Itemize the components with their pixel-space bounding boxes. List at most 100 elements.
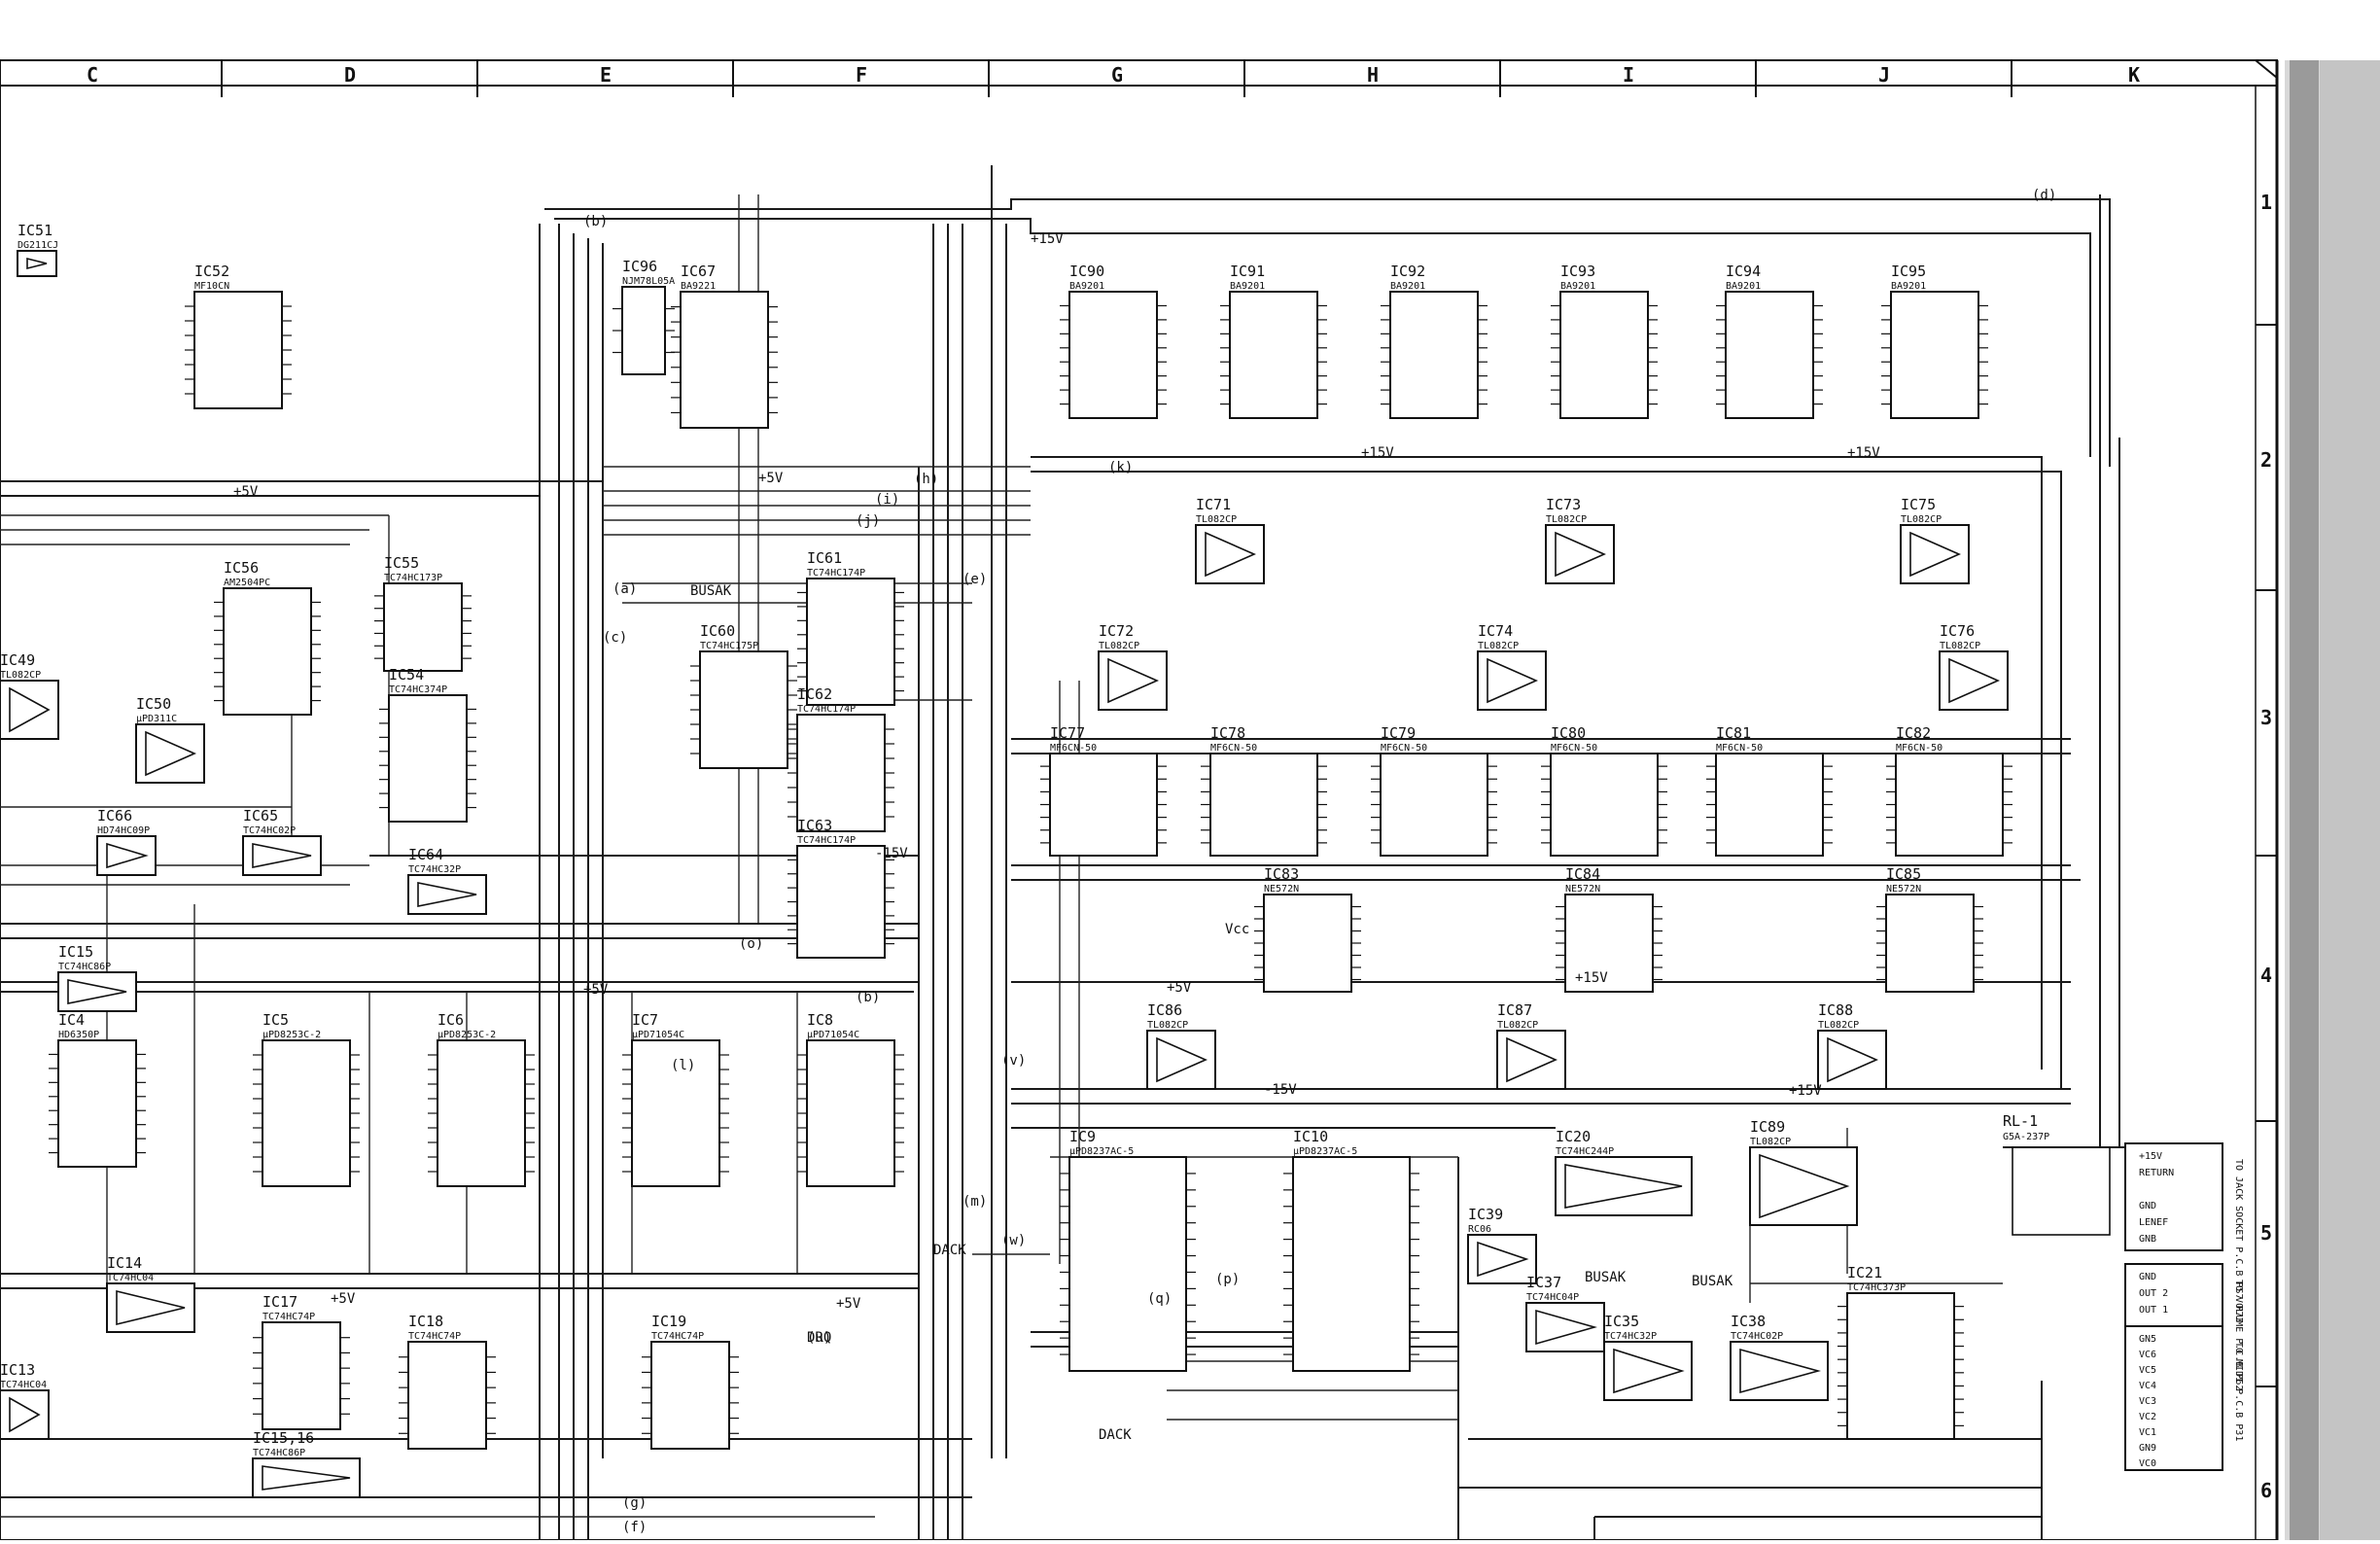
chip-name: IC86 bbox=[1147, 1001, 1182, 1019]
chip-part: TC74HC32P bbox=[1604, 1331, 1657, 1342]
chip-part: TC74HC32P bbox=[408, 864, 461, 875]
chip-name: IC71 bbox=[1196, 496, 1231, 513]
chip-part: MF6CN-50 bbox=[1551, 743, 1597, 754]
chip-part: TL082CP bbox=[1497, 1020, 1538, 1031]
bus-tag-g: (g) bbox=[622, 1495, 647, 1511]
chip-name: IC84 bbox=[1565, 865, 1600, 883]
chip-name: IC78 bbox=[1210, 724, 1245, 742]
connector-label-return: TO JACK SOCKET P.C.B PS7 P73 bbox=[2233, 1159, 2244, 1323]
bus-tag-b: (b) bbox=[583, 214, 608, 229]
chip-name: IC21 bbox=[1847, 1264, 1882, 1281]
connector-pin-volume: GND bbox=[2139, 1272, 2156, 1282]
net-label: +5V bbox=[583, 982, 609, 998]
chip-part: BA9201 bbox=[1726, 281, 1761, 292]
chip-part: TC74HC374P bbox=[389, 684, 447, 695]
chip-name: IC85 bbox=[1886, 865, 1921, 883]
connector-vc bbox=[2124, 1325, 2223, 1471]
bus-tag-b: (b) bbox=[856, 990, 880, 1005]
chip-name: IC66 bbox=[97, 807, 132, 825]
column-label-f: F bbox=[856, 63, 867, 87]
chip-name: IC38 bbox=[1731, 1313, 1766, 1330]
chip-name: IC51 bbox=[18, 222, 52, 239]
chip-part: TC74HC86P bbox=[58, 962, 111, 972]
chip-name: IC20 bbox=[1556, 1128, 1591, 1145]
net-label: +5V bbox=[331, 1291, 356, 1307]
connector-pin-vc: VC3 bbox=[2139, 1396, 2156, 1407]
bus-tag-l: (l) bbox=[671, 1058, 695, 1073]
chip-name: IC93 bbox=[1560, 263, 1595, 280]
chip-name: IC74 bbox=[1478, 622, 1513, 640]
net-label: +15V bbox=[1847, 445, 1880, 461]
connector-pin-vc: VC2 bbox=[2139, 1412, 2156, 1422]
chip-part: TL082CP bbox=[1750, 1137, 1791, 1147]
chip-part: TC74HC74P bbox=[262, 1312, 315, 1322]
column-label-h: H bbox=[1367, 63, 1379, 87]
net-label: +5V bbox=[233, 484, 259, 500]
chip-name: IC61 bbox=[807, 549, 842, 567]
column-label-i: I bbox=[1623, 63, 1634, 87]
chip-name: IC63 bbox=[797, 817, 832, 834]
bus-tag-p: (p) bbox=[1215, 1272, 1240, 1287]
chip-part: BA9201 bbox=[1390, 281, 1425, 292]
chip-part: NJM78L05A bbox=[622, 276, 675, 287]
connector-pin-vc: GN5 bbox=[2139, 1334, 2156, 1345]
chip-name: IC8 bbox=[807, 1011, 833, 1029]
connector-pin-vc: VC0 bbox=[2139, 1458, 2156, 1469]
chip-name: IC88 bbox=[1818, 1001, 1853, 1019]
chip-part: µPD71054C bbox=[632, 1030, 684, 1040]
chip-part: MF6CN-50 bbox=[1050, 743, 1097, 754]
column-label-g: G bbox=[1111, 63, 1123, 87]
chip-name: IC60 bbox=[700, 622, 735, 640]
chip-part: TC74HC04P bbox=[1526, 1292, 1579, 1303]
chip-name: IC52 bbox=[194, 263, 229, 280]
chip-part: TC74HC74P bbox=[408, 1331, 461, 1342]
chip-part: TL082CP bbox=[0, 670, 41, 681]
net-label: DACK bbox=[933, 1243, 966, 1258]
bus-tag-m: (m) bbox=[962, 1194, 987, 1210]
chip-part: RC06 bbox=[1468, 1224, 1491, 1235]
chip-part: TC74HC02P bbox=[1731, 1331, 1783, 1342]
chip-part: BA9201 bbox=[1891, 281, 1926, 292]
chip-name: IC81 bbox=[1716, 724, 1751, 742]
column-label-c: C bbox=[87, 63, 98, 87]
chip-name: IC56 bbox=[224, 559, 259, 577]
chip-part: MF6CN-50 bbox=[1381, 743, 1427, 754]
bus-tag-v: (v) bbox=[1001, 1053, 1026, 1069]
bus-tag-k: (k) bbox=[1108, 460, 1133, 475]
chip-part: TC74HC04 bbox=[107, 1273, 154, 1283]
bus-tag-j: (j) bbox=[856, 513, 880, 529]
row-label-6: 6 bbox=[2260, 1479, 2272, 1502]
chip-part: TL082CP bbox=[1099, 641, 1139, 651]
chip-part: TL082CP bbox=[1940, 641, 1980, 651]
chip-name: IC76 bbox=[1940, 622, 1975, 640]
chip-part: TC74HC175P bbox=[700, 641, 758, 651]
chip-part: BA9201 bbox=[1560, 281, 1595, 292]
chip-name: IC55 bbox=[384, 554, 419, 572]
connector-pin-volume: OUT 2 bbox=[2139, 1288, 2168, 1299]
